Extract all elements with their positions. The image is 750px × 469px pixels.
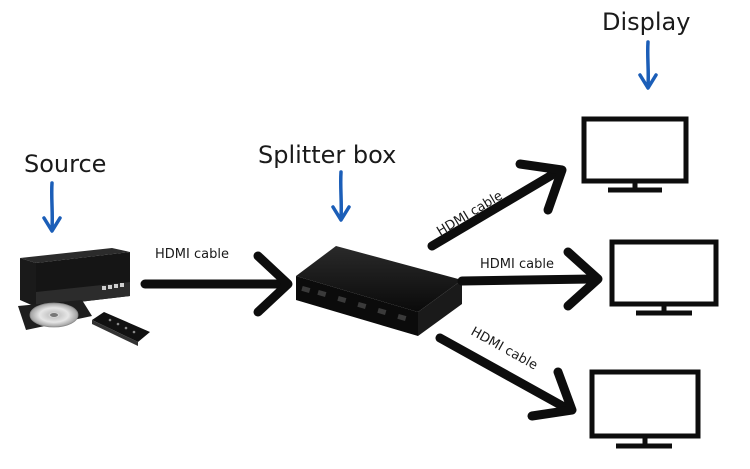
source-label: Source [24,150,106,178]
dvd-player-icon [18,248,130,330]
hdmi-cable-arrow [140,251,293,317]
hdmi-cable-label-bottom: HDMI cable [468,324,540,373]
hdmi-cable-label: HDMI cable [155,247,229,262]
monitor-icon [589,369,701,449]
down-arrow-icon [638,40,658,90]
down-arrow-icon [42,181,62,233]
hdmi-cable-arrow-top [427,159,567,251]
hdmi-cable-arrow-middle [457,247,603,311]
remote-control-icon [92,312,150,346]
splitter-label: Splitter box [258,141,396,169]
hdmi-splitter-icon [296,246,462,336]
down-arrow-icon [331,170,351,222]
hdmi-cable-arrow-bottom [435,333,577,421]
hdmi-cable-label-middle: HDMI cable [480,257,554,272]
monitor-icon [581,116,689,193]
display-label: Display [602,8,690,36]
monitor-icon [609,239,719,316]
